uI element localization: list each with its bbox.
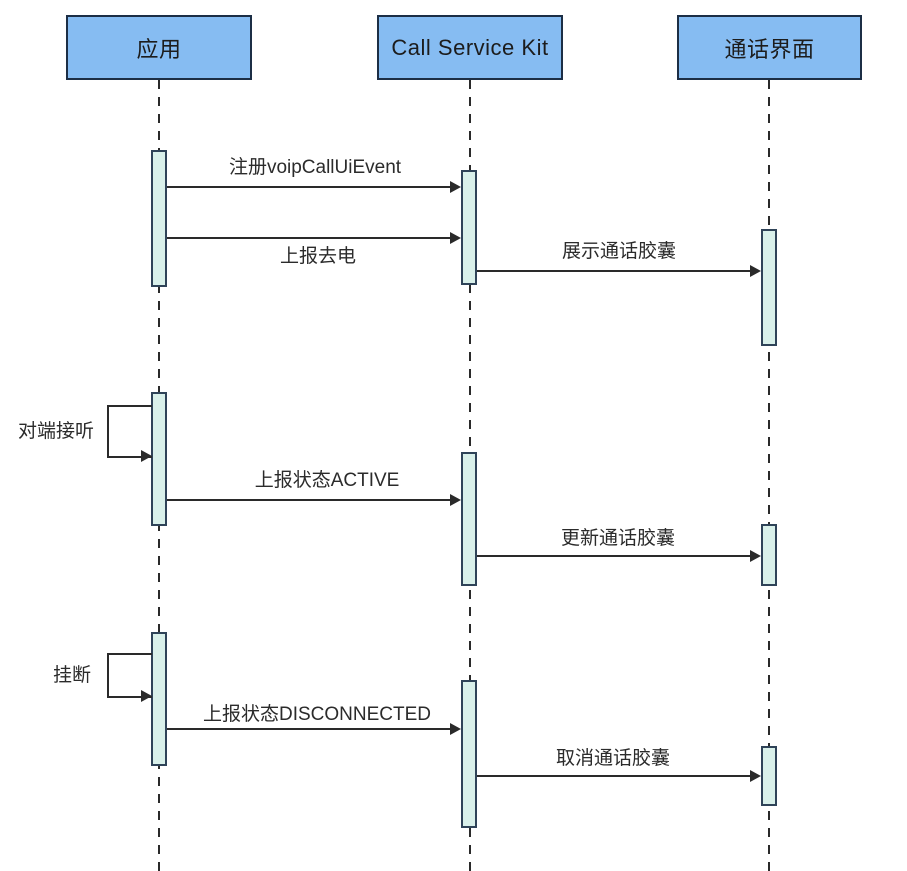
self-message-loop-answer — [107, 405, 152, 462]
activation-bar-callui-3 — [761, 746, 777, 806]
participant-call-ui-label: 通话界面 — [724, 36, 815, 62]
activation-bar-csk-2 — [461, 452, 477, 586]
arrowhead-icon — [750, 770, 761, 782]
participant-call-ui: 通话界面 — [677, 15, 862, 80]
message-label-hangup: 挂断 — [53, 665, 92, 686]
message-arrow-register-event — [167, 181, 461, 193]
message-label-show-capsule: 展示通话胶囊 — [561, 241, 677, 262]
arrowhead-icon — [450, 181, 461, 193]
activation-bar-callui-2 — [761, 524, 777, 586]
message-arrow-show-capsule — [477, 265, 761, 277]
arrowhead-icon — [450, 232, 461, 244]
arrowhead-icon — [450, 494, 461, 506]
message-label-update-capsule: 更新通话胶囊 — [560, 528, 676, 549]
arrowhead-icon — [141, 690, 152, 702]
message-label-cancel-capsule: 取消通话胶囊 — [555, 748, 671, 769]
participant-call-service-kit: Call Service Kit — [377, 15, 563, 80]
activation-bar-callui-1 — [761, 229, 777, 346]
participant-app: 应用 — [66, 15, 252, 80]
message-arrow-cancel-capsule — [477, 770, 761, 782]
participant-call-service-kit-label: Call Service Kit — [391, 34, 549, 60]
lifeline-call-ui — [768, 80, 770, 871]
arrowhead-icon — [141, 450, 152, 462]
message-arrow-update-capsule — [477, 550, 761, 562]
message-label-report-outgoing-call: 上报去电 — [279, 246, 357, 267]
arrowhead-icon — [750, 265, 761, 277]
arrowhead-icon — [750, 550, 761, 562]
arrowhead-icon — [450, 723, 461, 735]
participant-app-label: 应用 — [136, 36, 182, 62]
message-label-report-disconnected: 上报状态DISCONNECTED — [202, 704, 432, 725]
message-arrow-report-disconnected — [167, 723, 461, 735]
message-label-register-event: 注册voipCallUiEvent — [228, 157, 402, 178]
activation-bar-csk-3 — [461, 680, 477, 828]
self-message-loop-hangup — [107, 653, 152, 702]
activation-bar-app-2 — [151, 392, 167, 526]
message-arrow-report-outgoing-call — [167, 232, 461, 244]
activation-bar-app-1 — [151, 150, 167, 287]
message-label-report-active: 上报状态ACTIVE — [254, 470, 400, 491]
activation-bar-csk-1 — [461, 170, 477, 285]
message-label-remote-answer: 对端接听 — [18, 421, 95, 442]
message-arrow-report-active — [167, 494, 461, 506]
activation-bar-app-3 — [151, 632, 167, 766]
